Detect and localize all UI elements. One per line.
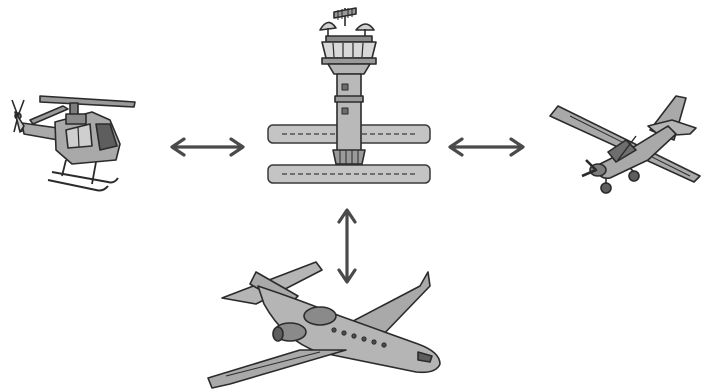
arrow-tower-propeller-plane [450, 139, 523, 155]
jet-airliner-icon [208, 262, 440, 388]
control-tower-node [268, 8, 430, 183]
propeller-plane-node [550, 96, 700, 193]
arrow-tower-jet-airliner [339, 210, 355, 282]
propeller-plane-icon [550, 96, 700, 193]
jet-airliner-node [208, 262, 440, 388]
helicopter-icon [12, 96, 135, 191]
runway-lower [268, 165, 430, 183]
arrow-helicopter-tower [172, 139, 243, 155]
helicopter-node [12, 96, 135, 191]
